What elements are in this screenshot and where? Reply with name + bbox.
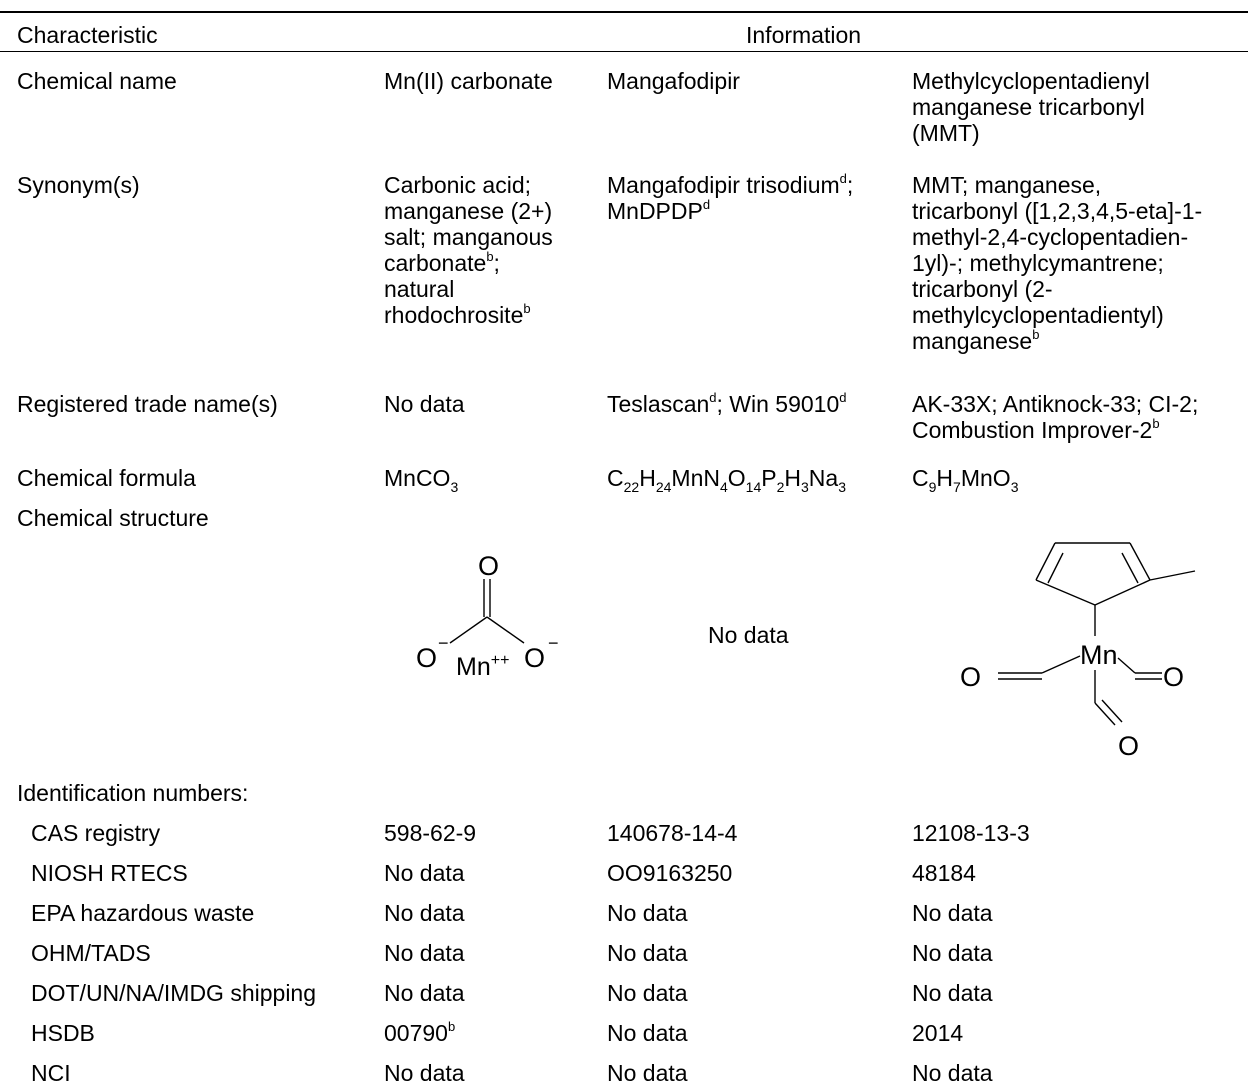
- trade-names-c1: No data: [384, 391, 465, 417]
- carbonate-o-right-charge: −: [548, 633, 559, 653]
- id-ohm-c2: No data: [607, 940, 688, 966]
- synonyms-c3: MMT; manganese, tricarbonyl ([1,2,3,4,5-…: [912, 172, 1203, 354]
- trade-names-c3: AK-33X; Antiknock-33; CI-2; Combustion I…: [912, 391, 1199, 443]
- mmt-structure: Mn O O O: [960, 542, 1196, 761]
- carbonate-mn: Mn++: [456, 652, 509, 681]
- mmt-o-left: O: [960, 662, 981, 692]
- id-cas-c1: 598-62-9: [384, 820, 477, 846]
- mmt-mn: Mn: [1080, 640, 1118, 670]
- id-cas-c2: 140678-14-4: [607, 820, 738, 846]
- header-information: Information: [746, 22, 862, 48]
- id-ohm-c1: No data: [384, 940, 465, 966]
- id-epa-c1: No data: [384, 900, 465, 926]
- header-characteristic: Characteristic: [17, 22, 158, 48]
- trade-names-c2: Teslascand; Win 59010d: [607, 390, 847, 417]
- carbonate-o-top: O: [478, 551, 499, 581]
- id-label-cas: CAS registry: [31, 820, 161, 846]
- id-dot-c2: No data: [607, 980, 688, 1006]
- id-hsdb-c3: 2014: [912, 1020, 964, 1046]
- carbonate-structure: O O − O − Mn++: [416, 551, 559, 681]
- mmt-o-right: O: [1163, 662, 1184, 692]
- id-epa-c3: No data: [912, 900, 993, 926]
- id-nci-c3: No data: [912, 1060, 993, 1086]
- carbonate-o-right: O: [524, 643, 545, 673]
- id-cas-c3: 12108-13-3: [912, 820, 1030, 846]
- chemical-name-c1: Mn(II) carbonate: [384, 68, 553, 94]
- id-label-dot: DOT/UN/NA/IMDG shipping: [31, 980, 317, 1006]
- id-label-epa: EPA hazardous waste: [31, 900, 255, 926]
- id-hsdb-c1: 00790b: [384, 1019, 456, 1046]
- mmt-o-bottom: O: [1118, 731, 1139, 761]
- carbonate-o-left-charge: −: [438, 633, 449, 653]
- formula-c3: C9H7MnO3: [912, 465, 1019, 495]
- id-dot-c3: No data: [912, 980, 993, 1006]
- id-label-ohm: OHM/TADS: [31, 940, 151, 966]
- id-nci-c1: No data: [384, 1060, 465, 1086]
- id-niosh-c3: 48184: [912, 860, 976, 886]
- formula-c1: MnCO3: [384, 465, 459, 495]
- formula-c2: C22H24MnN4O14P2H3Na3: [607, 465, 846, 495]
- synonyms-label: Synonym(s): [17, 172, 140, 198]
- top-rule: [0, 11, 1248, 13]
- id-label-nci: NCI: [31, 1060, 71, 1086]
- id-nci-c2: No data: [607, 1060, 688, 1086]
- trade-names-label: Registered trade name(s): [17, 391, 278, 417]
- id-dot-c1: No data: [384, 980, 465, 1006]
- chemical-name-label: Chemical name: [17, 68, 177, 94]
- chemical-name-c3: Methylcyclopentadienyl manganese tricarb…: [912, 68, 1150, 146]
- id-epa-c2: No data: [607, 900, 688, 926]
- header-rule: [0, 51, 1248, 52]
- carbonate-o-left: O: [416, 643, 437, 673]
- id-niosh-c2: OO9163250: [607, 860, 733, 886]
- id-label-hsdb: HSDB: [31, 1020, 95, 1046]
- id-niosh-c1: No data: [384, 860, 465, 886]
- synonyms-c2: Mangafodipir trisodiumd; MnDPDPd: [607, 171, 854, 224]
- id-label-niosh: NIOSH RTECS: [31, 860, 188, 886]
- formula-label: Chemical formula: [17, 465, 196, 491]
- structure-c2-no-data: No data: [708, 622, 789, 648]
- synonyms-c1: Carbonic acid; manganese (2+) salt; mang…: [384, 172, 553, 328]
- id-hsdb-c2: No data: [607, 1020, 688, 1046]
- id-ohm-c3: No data: [912, 940, 993, 966]
- chemical-name-c2: Mangafodipir: [607, 68, 740, 94]
- identification-title: Identification numbers:: [17, 780, 249, 806]
- structure-label: Chemical structure: [17, 505, 209, 531]
